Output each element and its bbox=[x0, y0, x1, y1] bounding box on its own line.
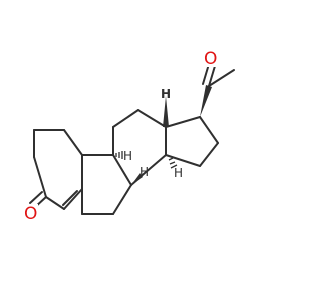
wedge-c17-c20 bbox=[200, 85, 212, 117]
molecule-structure: O O H H H H bbox=[22, 49, 235, 224]
bond-c20-c21 bbox=[208, 69, 235, 87]
bond-c3-cx bbox=[33, 156, 47, 198]
wedge-c13-c18 bbox=[163, 96, 169, 127]
atom-h-c14: H bbox=[174, 166, 183, 180]
bond-c13-c17 bbox=[165, 116, 201, 128]
bond-c11-c12 bbox=[112, 109, 139, 128]
wedge-c8-h bbox=[131, 173, 143, 185]
double-bond-c3-o-second bbox=[29, 191, 43, 204]
atom-h-c9: H bbox=[123, 149, 132, 163]
bond-c16-c15 bbox=[199, 142, 219, 167]
bond-c5-c4 bbox=[63, 188, 83, 210]
double-bond-c20-o-second bbox=[202, 63, 210, 85]
bond-c15-c14 bbox=[165, 154, 201, 167]
bond-c9-c8 bbox=[112, 154, 132, 186]
atom-ketone-oxygen: O bbox=[24, 204, 37, 224]
bond-c4-c3 bbox=[45, 196, 65, 210]
atom-acetyl-oxygen: O bbox=[204, 49, 217, 69]
label-bg-acetyl-oxygen bbox=[202, 49, 218, 67]
double-bond-c4-c5-inner bbox=[62, 190, 78, 206]
atom-methyl-c18: H bbox=[161, 87, 171, 101]
hash-bond-c9-h bbox=[115, 151, 123, 159]
structure-canvas: O O H H H H bbox=[22, 49, 235, 224]
bond-c12-c13 bbox=[137, 109, 167, 128]
bond-c8-c7 bbox=[112, 184, 132, 215]
bond-c20-o bbox=[208, 65, 216, 87]
bond-c17-c16 bbox=[199, 116, 219, 144]
atom-h-c8: H bbox=[140, 165, 149, 179]
bond-c2-c10 bbox=[63, 129, 83, 156]
label-bg-ketone-oxygen bbox=[22, 204, 38, 222]
hash-bond-c14-h bbox=[168, 157, 178, 169]
